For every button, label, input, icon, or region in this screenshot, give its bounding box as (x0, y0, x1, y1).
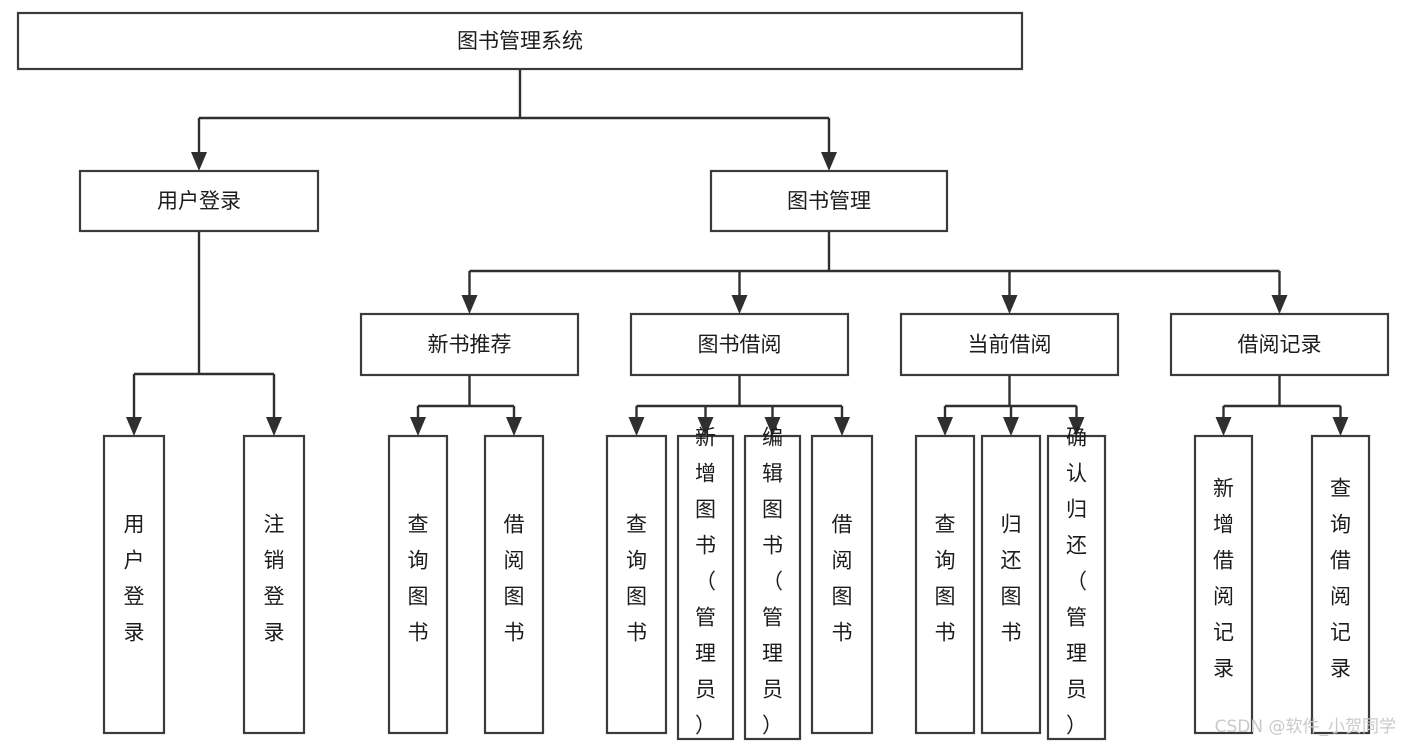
node-book-borrow[interactable]: 图书借阅 (629, 312, 850, 377)
borrow-record-arrow-0 (1215, 417, 1232, 436)
bookmgmt-arrow-2 (1001, 295, 1018, 314)
node-leaf-borrow-book-1[interactable]: 借阅图书 (483, 434, 545, 735)
node-label-leaf-borrow-book-2: 借阅图书 (832, 513, 853, 645)
current-borrow-arrow-0 (937, 417, 953, 436)
node-leaf-user-logout[interactable]: 注销登录 (242, 434, 306, 735)
node-box-leaf-edit-book[interactable] (743, 434, 802, 741)
node-box-leaf-query-book-3[interactable] (914, 434, 976, 735)
node-label-leaf-query-book-2: 查询图书 (626, 513, 647, 645)
node-box-leaf-query-borrow-record[interactable] (1310, 434, 1371, 735)
node-label-leaf-query-book-1: 查询图书 (408, 513, 429, 645)
node-label-leaf-user-logout: 注销登录 (264, 513, 285, 645)
book-borrow-arrow-0 (628, 417, 645, 436)
node-label-leaf-user-login: 用户登录 (124, 513, 145, 645)
node-user-login[interactable]: 用户登录 (78, 169, 320, 233)
nodes-layer: 图书管理系统用户登录图书管理新书推荐图书借阅当前借阅借阅记录用户登录注销登录查询… (16, 11, 1390, 741)
node-current-borrow[interactable]: 当前借阅 (899, 312, 1120, 377)
node-box-leaf-query-book-2[interactable] (605, 434, 668, 735)
bookmgmt-arrow-3 (1271, 295, 1288, 314)
new-book-recommend-arrow-0 (410, 417, 426, 436)
node-box-leaf-add-book[interactable] (676, 434, 735, 741)
node-leaf-query-borrow-record[interactable]: 查询借阅记录 (1310, 434, 1371, 735)
node-box-leaf-user-logout[interactable] (242, 434, 306, 735)
node-label-leaf-return-book: 归还图书 (1001, 513, 1022, 645)
user-login-arrow-1 (266, 417, 282, 436)
connectors-layer (126, 69, 1349, 436)
bookmgmt-arrow-1 (731, 295, 748, 314)
node-box-borrow-record[interactable] (1169, 312, 1390, 377)
node-label-current-borrow: 当前借阅 (968, 333, 1052, 357)
node-box-leaf-borrow-book-2[interactable] (810, 434, 874, 735)
node-leaf-query-book-2[interactable]: 查询图书 (605, 434, 668, 735)
node-box-leaf-query-book-1[interactable] (387, 434, 449, 735)
node-box-leaf-confirm-return[interactable] (1046, 434, 1107, 741)
node-label-leaf-borrow-book-1: 借阅图书 (504, 513, 525, 645)
node-box-leaf-user-login[interactable] (102, 434, 166, 735)
node-box-current-borrow[interactable] (899, 312, 1120, 377)
root-arrow-1 (821, 152, 837, 171)
node-box-leaf-borrow-book-1[interactable] (483, 434, 545, 735)
node-box-book-borrow[interactable] (629, 312, 850, 377)
node-leaf-confirm-return[interactable]: 确认归还（管理员） (1046, 426, 1107, 741)
node-label-borrow-record: 借阅记录 (1238, 333, 1322, 357)
node-label-leaf-add-book: 新增图书（管理员） (695, 426, 716, 738)
node-label-new-book-recommend: 新书推荐 (428, 333, 512, 357)
node-label-root: 图书管理系统 (457, 29, 583, 53)
node-root[interactable]: 图书管理系统 (16, 11, 1024, 71)
node-box-user-login[interactable] (78, 169, 320, 233)
node-label-leaf-query-book-3: 查询图书 (935, 513, 956, 645)
node-leaf-edit-book[interactable]: 编辑图书（管理员） (743, 426, 802, 741)
borrow-record-arrow-1 (1332, 417, 1349, 436)
node-label-book-management: 图书管理 (787, 189, 871, 213)
node-leaf-borrow-book-2[interactable]: 借阅图书 (810, 434, 874, 735)
bookmgmt-arrow-0 (461, 295, 478, 314)
node-leaf-query-book-1[interactable]: 查询图书 (387, 434, 449, 735)
node-leaf-add-book[interactable]: 新增图书（管理员） (676, 426, 735, 741)
node-leaf-add-borrow-record[interactable]: 新增借阅记录 (1193, 434, 1254, 735)
book-borrow-arrow-2 (764, 417, 781, 436)
current-borrow-arrow-1 (1003, 417, 1019, 436)
node-box-book-management[interactable] (709, 169, 949, 233)
node-box-leaf-return-book[interactable] (980, 434, 1042, 735)
current-borrow-arrow-2 (1068, 417, 1085, 436)
node-label-leaf-edit-book: 编辑图书（管理员） (762, 426, 783, 738)
node-box-leaf-add-borrow-record[interactable] (1193, 434, 1254, 735)
node-leaf-return-book[interactable]: 归还图书 (980, 434, 1042, 735)
node-label-leaf-query-borrow-record: 查询借阅记录 (1330, 477, 1351, 681)
node-label-book-borrow: 图书借阅 (698, 333, 782, 357)
node-new-book-recommend[interactable]: 新书推荐 (359, 312, 580, 377)
node-box-new-book-recommend[interactable] (359, 312, 580, 377)
node-leaf-query-book-3[interactable]: 查询图书 (914, 434, 976, 735)
root-arrow-0 (191, 152, 207, 171)
node-box-root[interactable] (16, 11, 1024, 71)
node-label-leaf-add-borrow-record: 新增借阅记录 (1213, 477, 1234, 681)
csdn-watermark: CSDN @软件_小贺同学 (1215, 717, 1396, 737)
book-borrow-arrow-3 (834, 417, 850, 436)
book-borrow-arrow-1 (697, 417, 714, 436)
node-book-management[interactable]: 图书管理 (709, 169, 949, 233)
node-borrow-record[interactable]: 借阅记录 (1169, 312, 1390, 377)
node-leaf-user-login[interactable]: 用户登录 (102, 434, 166, 735)
new-book-recommend-arrow-1 (506, 417, 522, 436)
node-label-leaf-confirm-return: 确认归还（管理员） (1066, 426, 1087, 738)
node-label-user-login: 用户登录 (157, 189, 241, 213)
user-login-arrow-0 (126, 417, 142, 436)
